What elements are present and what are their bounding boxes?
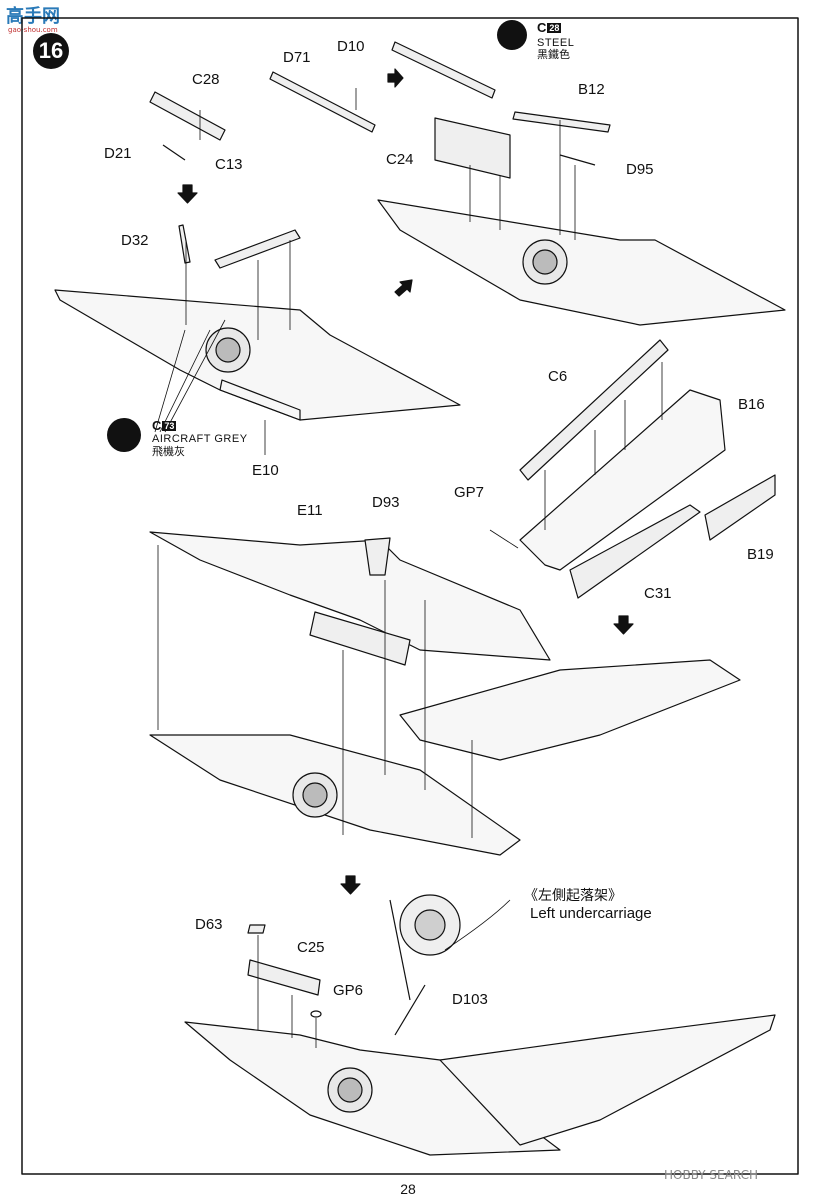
- part-label-e10: E10: [252, 462, 279, 479]
- part-label-c28: C28: [192, 71, 220, 88]
- flap-assembly: [519, 339, 776, 599]
- part-label-d32: D32: [121, 232, 149, 249]
- part-label-c25: C25: [297, 939, 325, 956]
- part-label-d95: D95: [626, 161, 654, 178]
- callout-left-undercarriage-en: Left undercarriage: [530, 905, 652, 922]
- part-label-c13: C13: [215, 156, 243, 173]
- part-label-d71: D71: [283, 49, 311, 66]
- part-label-b19: B19: [747, 546, 774, 563]
- wing-assembly-a: [54, 91, 461, 421]
- callout-left-undercarriage-cn: 《左側起落架》: [524, 888, 622, 904]
- part-label-c24: C24: [386, 151, 414, 168]
- part-label-gp7: GP7: [454, 484, 485, 501]
- paint-name-steel: STEEL: [537, 37, 575, 49]
- watermark-logo-text: 高手网: [6, 6, 60, 27]
- part-label-d10: D10: [337, 38, 365, 55]
- page-number: 28: [400, 1181, 416, 1197]
- wing-assembly-d: [149, 531, 741, 856]
- part-label-d93: D93: [372, 494, 400, 511]
- paint-brush-icon: [497, 20, 527, 50]
- step-arrow-right-1: [387, 68, 404, 88]
- part-label-gp6: GP6: [333, 982, 364, 999]
- part-label-e11: E11: [297, 502, 323, 519]
- wing-assembly-e: [184, 894, 776, 1156]
- part-label-d103: D103: [452, 991, 488, 1008]
- part-label-b12: B12: [578, 81, 605, 98]
- part-label-d21: D21: [104, 145, 132, 162]
- wing-assembly-b: [269, 41, 786, 326]
- step-arrow-down-1: [177, 184, 198, 204]
- watermark-url: gao-shou.com: [8, 26, 58, 34]
- step-arrow-diag-1: [394, 279, 413, 297]
- step-number-badge: 16: [33, 33, 69, 69]
- step-arrow-down-3: [340, 875, 361, 895]
- part-label-d63: D63: [195, 916, 223, 933]
- part-label-c6: C6: [548, 368, 568, 385]
- step-arrow-down-2: [613, 615, 634, 635]
- part-label-b16: B16: [738, 396, 765, 413]
- paint-name-grey-cn: 飛機灰: [152, 445, 185, 458]
- part-label-c31: C31: [644, 585, 672, 602]
- watermark-hobby-search: HOBBY SEARCH: [664, 1168, 758, 1182]
- paint-name-steel-cn: 黑鐵色: [537, 48, 570, 61]
- paint-brush-icon: [107, 418, 141, 452]
- paint-name-grey: AIRCRAFT GREY: [152, 433, 248, 445]
- page-frame: [21, 17, 799, 1175]
